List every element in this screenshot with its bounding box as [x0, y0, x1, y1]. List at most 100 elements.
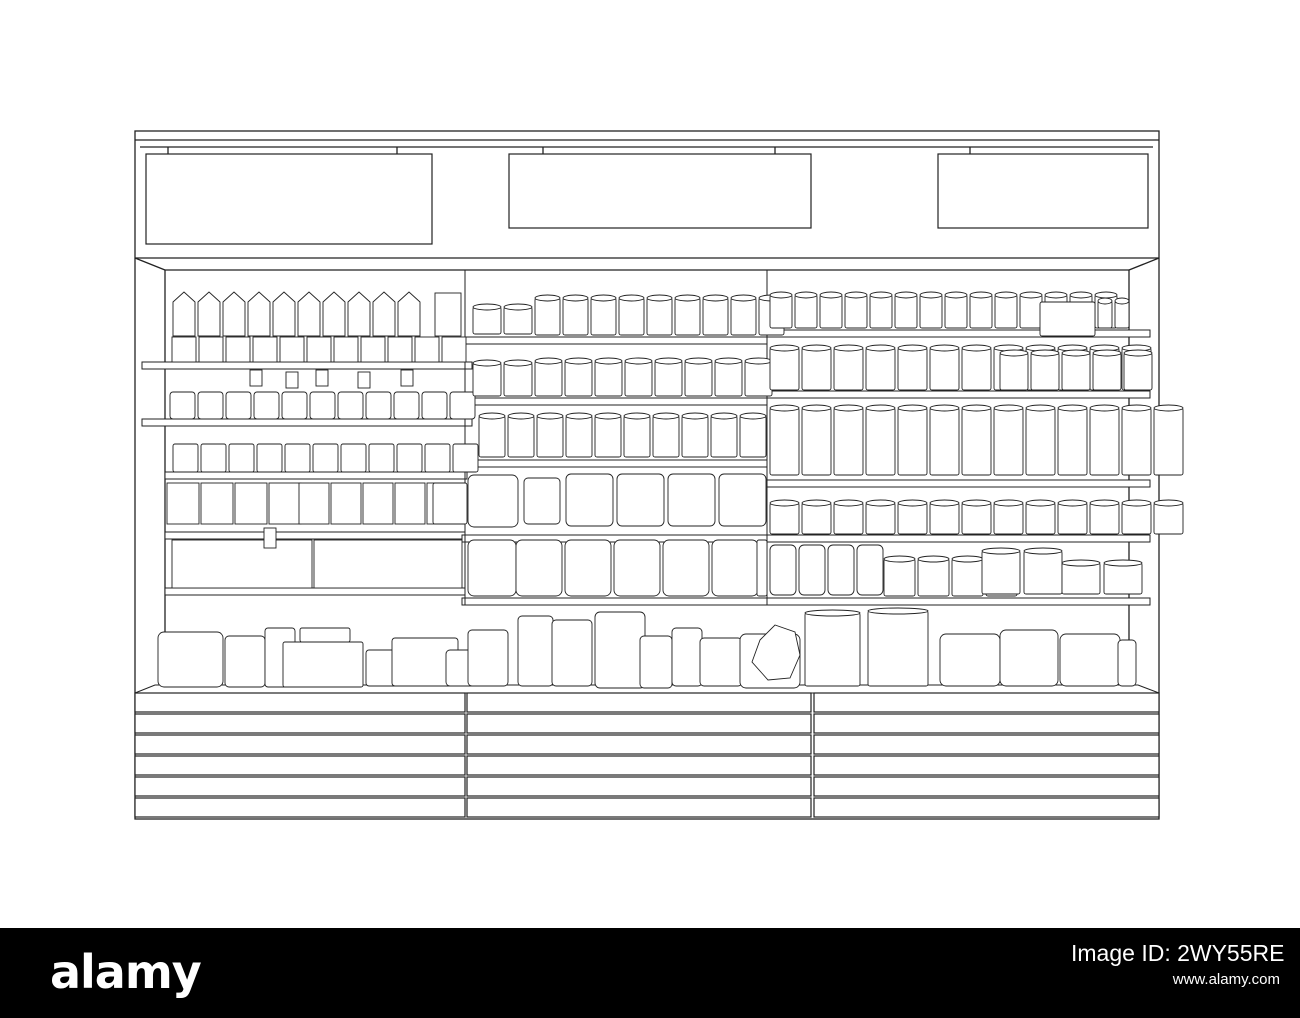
center-mid-tub-4 — [594, 412, 622, 458]
left-mid-pack-2 — [225, 391, 252, 420]
right-mid-tall-2-lid — [833, 404, 864, 412]
right-lower-cup-3-body — [865, 502, 896, 535]
floor-pack-4 — [299, 627, 351, 643]
right-upper-cup-5-lid — [929, 344, 960, 352]
drawer-0-1 — [134, 713, 466, 734]
right-top-cup-4-body — [869, 294, 893, 329]
right-upper-cup-4-body — [897, 347, 928, 391]
center-mid-tub-8-lid — [710, 412, 738, 420]
center-top-can-0-lid — [472, 303, 502, 311]
center-top-tub-0 — [534, 294, 561, 336]
right-top-small-0-body — [1097, 300, 1113, 329]
floor-pack-12 — [639, 635, 673, 689]
right-lower-cup-3-lid — [865, 499, 896, 507]
right-upper-small-1-body — [1030, 352, 1060, 391]
center-upper-tub-5-body — [684, 360, 713, 397]
right-mid-tall-9-body — [1057, 407, 1088, 476]
right-top-cup-6 — [919, 291, 943, 329]
right-lower-cup-0 — [769, 499, 800, 535]
right-upper-small-3-body — [1092, 352, 1122, 391]
right-mid-tall-12-lid — [1153, 404, 1184, 412]
right-bottom-jar-0-lid — [883, 555, 916, 563]
left-box-2 — [234, 482, 268, 525]
floor-pack-10 — [551, 619, 593, 687]
left-tray-a — [171, 539, 313, 589]
drawer-1-0 — [466, 692, 812, 713]
right-lower-cup-5-body — [929, 502, 960, 535]
right-top-small-1-lid — [1114, 297, 1130, 305]
price-tag-0 — [249, 369, 263, 387]
shelves — [134, 270, 1160, 694]
right-shelf-1 — [766, 390, 1151, 399]
right-shelf-2 — [766, 479, 1151, 488]
right-lower-cup-2-lid — [833, 499, 864, 507]
drawer-0-2 — [134, 734, 466, 755]
right-bottom-jar-1-lid — [917, 555, 950, 563]
floor-pack-1 — [224, 635, 266, 688]
left-lower-pack-5 — [312, 443, 339, 473]
right-top-small-0-lid — [1097, 297, 1113, 305]
left-tray-b — [313, 539, 463, 589]
products — [157, 291, 1184, 689]
center-top-tub-6-body — [702, 297, 729, 336]
drawer-2-5 — [813, 797, 1160, 818]
left-mid-pack-10 — [449, 391, 476, 420]
right-lower-cup-10-body — [1089, 502, 1120, 535]
right-top-cup-6-lid — [919, 291, 943, 299]
center-mid-tub-5-lid — [623, 412, 651, 420]
center-top-tub-5 — [674, 294, 701, 336]
right-upper-small-2-body — [1061, 352, 1091, 391]
center-top-tub-7-lid — [730, 294, 757, 302]
right-lower-cup-6-lid — [961, 499, 992, 507]
center-bag — [467, 474, 519, 528]
right-top-cup-9-body — [994, 294, 1018, 329]
left-top-bottle-9 — [397, 291, 421, 337]
left-upper-pack-5 — [306, 336, 332, 363]
left-upper-pack-3 — [252, 336, 278, 363]
left-box-0 — [166, 482, 200, 525]
right-top-cup-2-lid — [819, 291, 843, 299]
left-mid-pack-5 — [309, 391, 336, 420]
right-top-cup-5 — [894, 291, 918, 329]
right-price-card — [1039, 301, 1096, 337]
left-mid-pack-6 — [337, 391, 364, 420]
center-top-tub-4-lid — [646, 294, 673, 302]
right-top-cup-1-body — [794, 294, 818, 329]
center-mid-tub-0-body — [478, 415, 506, 458]
price-tag-2 — [315, 369, 329, 387]
center-upper-tub-6-body — [714, 360, 743, 397]
sign-panel-left — [145, 153, 433, 245]
right-lower-cup-5 — [929, 499, 960, 535]
left-mid-pack-1 — [197, 391, 224, 420]
center-lidbox — [523, 477, 561, 525]
left-lower-pack-4 — [284, 443, 311, 473]
left-top-bottle-1 — [197, 291, 221, 337]
center-mid-tub-2-body — [536, 415, 564, 458]
right-top-cup-8-body — [969, 294, 993, 329]
right-top-small-1 — [1114, 297, 1130, 329]
right-upper-small-4-lid — [1123, 349, 1153, 357]
left-top-bottle-4 — [272, 291, 296, 337]
center-mid-tub-8-body — [710, 415, 738, 458]
left-top-bottle-6 — [322, 291, 346, 337]
right-bottom-tub-1-body — [1023, 550, 1063, 595]
left-mid-pack-0 — [169, 391, 196, 420]
right-top-cup-0 — [769, 291, 793, 329]
drawer-2-4 — [813, 776, 1160, 797]
right-top-cup-13-lid — [1094, 291, 1118, 299]
right-upper-cup-6 — [961, 344, 992, 391]
center-top-tub-3 — [618, 294, 645, 336]
center-top-tub-6 — [702, 294, 729, 336]
right-upper-cup-0-lid — [769, 344, 800, 352]
center-top-tub-4 — [646, 294, 673, 336]
right-lower-cup-12-body — [1153, 502, 1184, 535]
sign-panel-right — [937, 153, 1149, 229]
left-lower-pack-10 — [452, 443, 479, 473]
center-mid-tub-2 — [536, 412, 564, 458]
price-tag-1 — [285, 371, 299, 389]
right-upper-cup-2 — [833, 344, 864, 391]
drawer-1-2 — [466, 734, 812, 755]
right-bottom-tub-0 — [981, 547, 1021, 595]
right-mid-tall-10 — [1089, 404, 1120, 476]
floor-stack-a-0-body — [804, 612, 861, 687]
